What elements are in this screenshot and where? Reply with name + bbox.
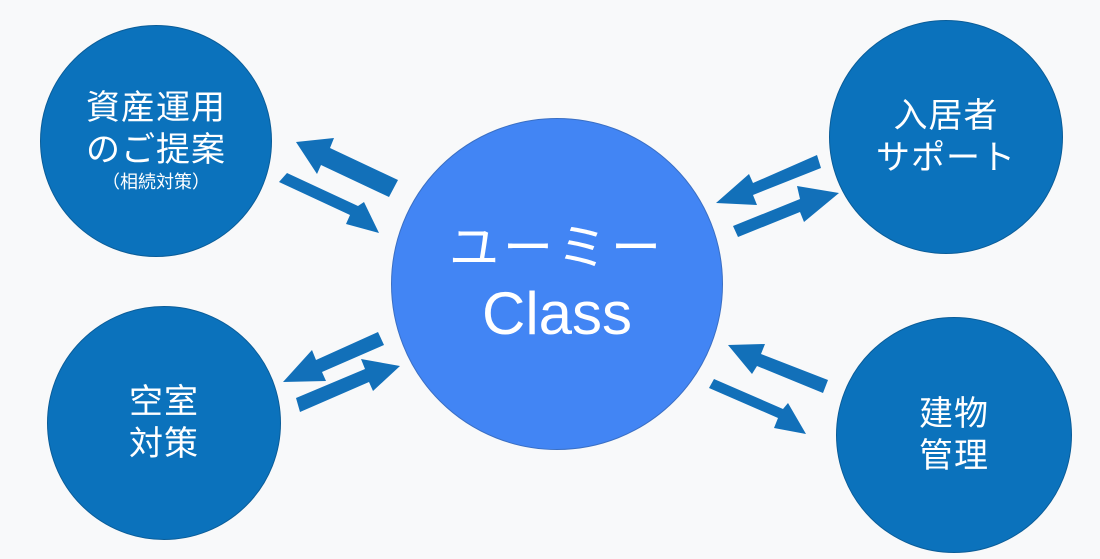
- node-resident-support-line1: 入居者: [893, 96, 999, 136]
- center-title-line1: ユーミー: [449, 219, 665, 277]
- center-title-line2: Class: [481, 280, 633, 347]
- node-vacancy-measures-line2: 対策: [129, 424, 199, 464]
- arrow-center-to-bottom-right: [709, 379, 806, 434]
- node-building-management-line1: 建物: [919, 394, 989, 434]
- node-asset-management: 資産運用 のご提案 （相続対策）: [40, 25, 272, 257]
- node-resident-support: 入居者 サポート: [829, 20, 1063, 254]
- node-asset-management-line1: 資産運用: [86, 88, 226, 128]
- node-building-management: 建物 管理: [836, 317, 1072, 553]
- arrow-center-to-bottom-left: [283, 332, 384, 382]
- arrow-top-right-to-center: [716, 155, 821, 205]
- node-vacancy-measures: 空室 対策: [47, 306, 281, 540]
- arrow-bottom-right-to-center: [728, 344, 828, 393]
- node-building-management-line2: 管理: [919, 436, 989, 476]
- node-asset-management-line2: のご提案: [86, 130, 226, 170]
- node-asset-management-sub: （相続対策）: [102, 172, 210, 193]
- arrow-top-left-to-center: [279, 173, 379, 233]
- arrow-center-to-top-left: [296, 138, 398, 197]
- arrow-center-to-top-right: [733, 186, 839, 237]
- center-node: ユーミー Class: [391, 118, 723, 450]
- node-resident-support-line2: サポート: [876, 138, 1016, 178]
- node-vacancy-measures-line1: 空室: [129, 382, 199, 422]
- arrow-bottom-left-to-center: [296, 359, 400, 412]
